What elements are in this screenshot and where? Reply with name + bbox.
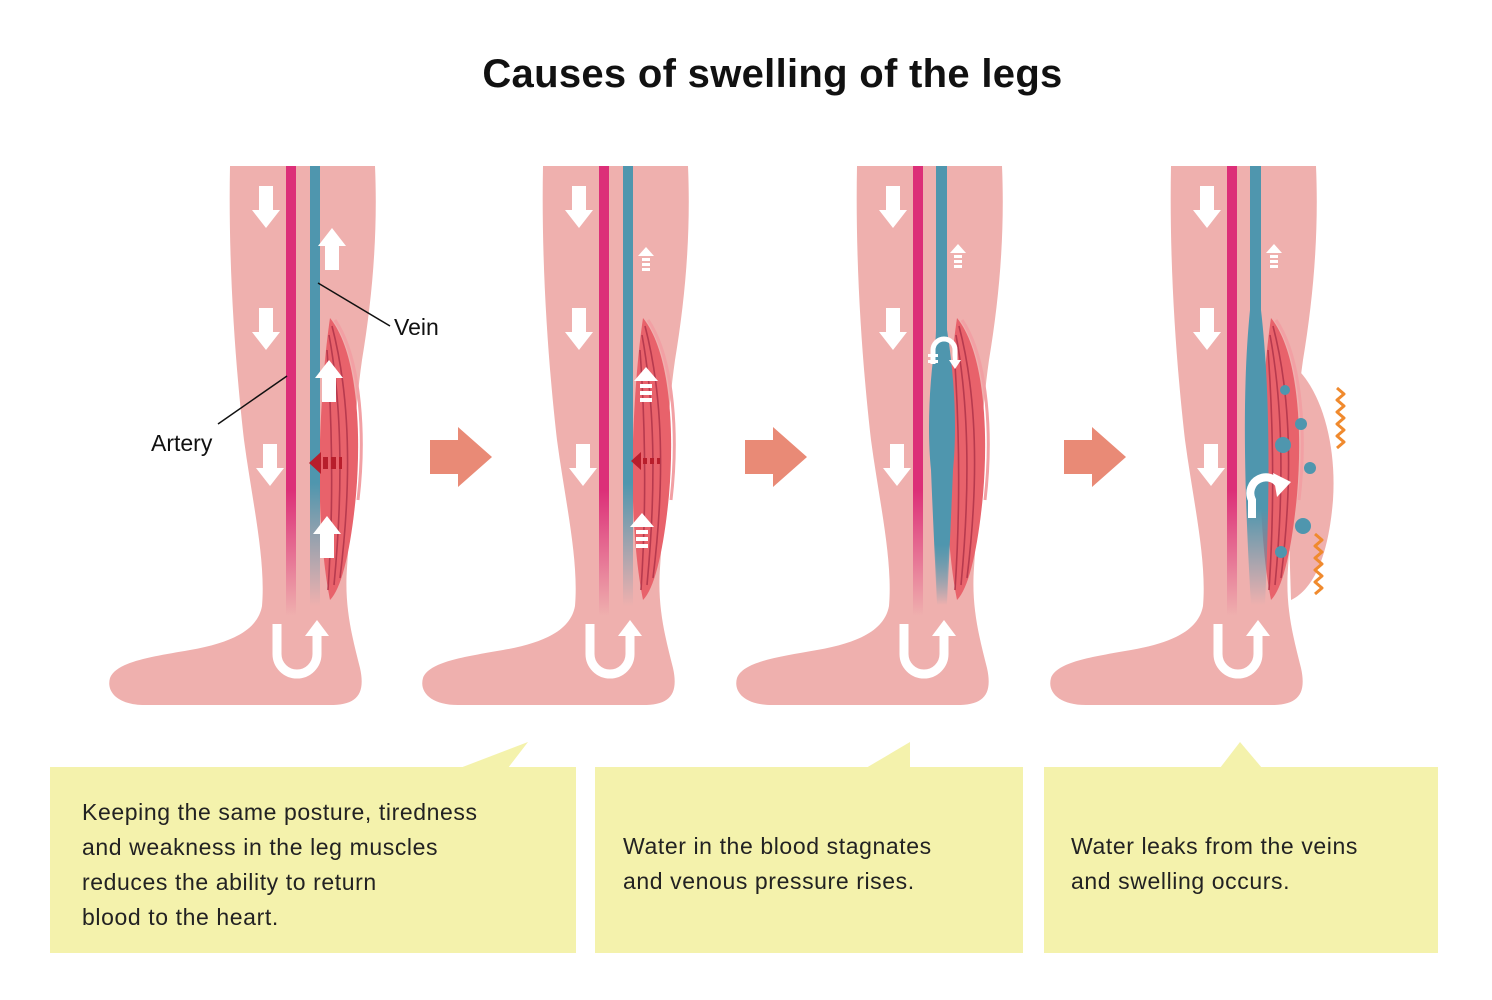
- swelling-zigzag-icon: [1335, 386, 1346, 450]
- caption-box-2: Water in the blood stagnates and venous …: [595, 767, 1023, 953]
- leak-arrow-icon: [1246, 473, 1291, 518]
- next-step-arrow-icon: [430, 427, 492, 487]
- leg-panel-2: [422, 166, 689, 705]
- vein: [310, 166, 320, 606]
- leg-panel-4: [1050, 166, 1346, 705]
- weak-muscle-pump-arrow-icon: [631, 452, 660, 470]
- page-title: Causes of swelling of the legs: [482, 52, 1063, 96]
- next-step-arrow-icon: [745, 427, 807, 487]
- caption-text-2: Water in the blood stagnates and venous …: [623, 833, 932, 894]
- artery: [599, 166, 609, 616]
- caption-text-1: Keeping the same posture, tiredness and …: [82, 799, 478, 930]
- callout-pointer-2: [866, 742, 910, 768]
- muscle-pump-arrow-icon: [309, 452, 342, 474]
- caption-text-3: Water leaks from the veins and swelling …: [1071, 833, 1359, 894]
- backflow-arrow-icon: [928, 336, 961, 369]
- vein-leader-line: [317, 282, 391, 327]
- water-droplet-icon: [1275, 385, 1316, 558]
- callout-pointer-1: [460, 742, 528, 768]
- callout-pointer-3: [1220, 742, 1262, 768]
- vein-label: Vein: [394, 314, 439, 340]
- artery-label: Artery: [151, 430, 213, 456]
- vein-bulge: [929, 330, 955, 605]
- vein: [623, 166, 633, 606]
- artery: [913, 166, 923, 616]
- next-step-arrow-icon: [1064, 427, 1126, 487]
- caption-box-3: Water leaks from the veins and swelling …: [1044, 767, 1438, 953]
- artery: [286, 166, 296, 616]
- artery-leader-line: [217, 375, 288, 425]
- leg-panel-3: [736, 166, 1003, 705]
- artery: [1227, 166, 1237, 616]
- leg-panel-1: Vein Artery: [109, 166, 439, 705]
- caption-box-1: Keeping the same posture, tiredness and …: [50, 767, 576, 953]
